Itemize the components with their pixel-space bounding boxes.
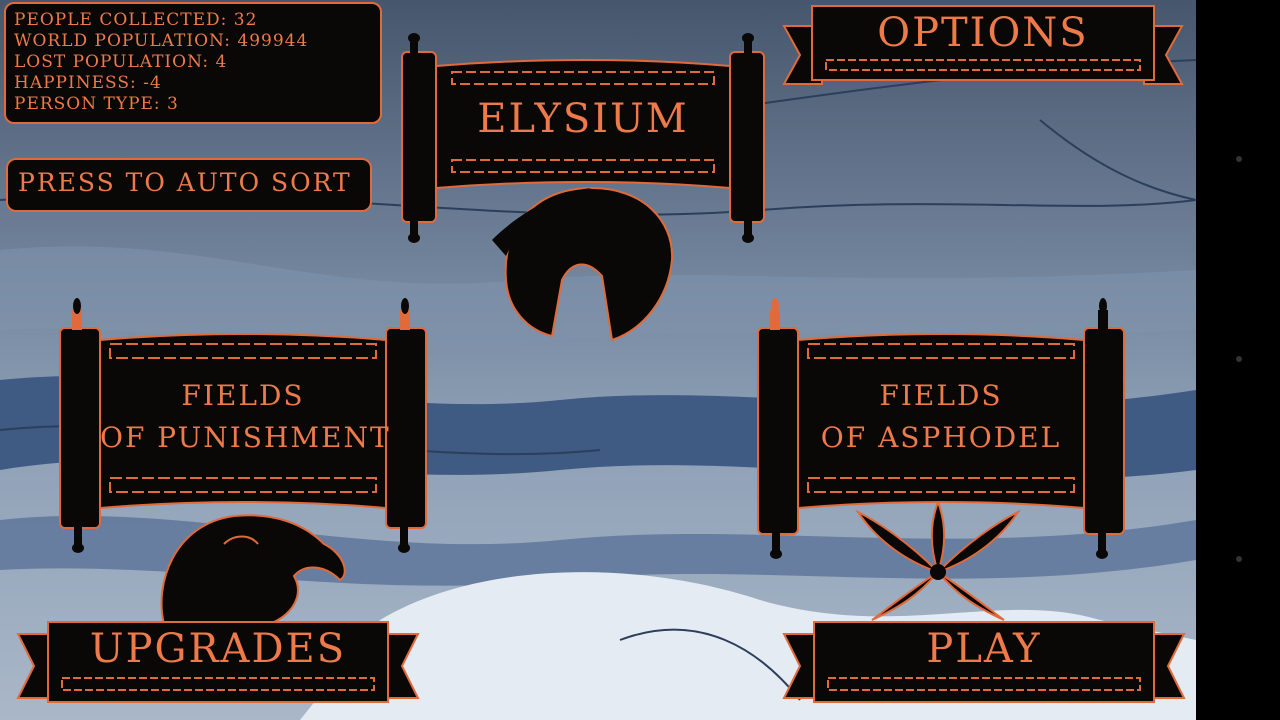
people-collected-text: People Collected: 32 (14, 10, 258, 30)
play-banner (782, 621, 1186, 703)
ridge-line (1039, 119, 1196, 201)
auto-sort-button[interactable]: Press to Auto Sort (6, 158, 372, 212)
play-label: Play (926, 626, 1042, 672)
punishment-title-line1: Fields (181, 379, 305, 412)
stats-panel: People Collected: 32 World Population: 4… (4, 2, 382, 124)
elysium-scroll (401, 33, 765, 243)
asphodel-scroll (757, 298, 1125, 559)
ridge-line (619, 628, 801, 701)
nav-dot-icon[interactable] (1236, 556, 1242, 562)
upgrades-banner (16, 621, 420, 703)
options-label: Options (877, 10, 1089, 56)
helmet-icon (492, 186, 674, 342)
lost-population-text: Lost Population: 4 (14, 52, 228, 72)
game-stage: People Collected: 32 World Population: 4… (0, 0, 1196, 720)
asphodel-title-line1: Fields (879, 379, 1003, 412)
upgrades-label: Upgrades (89, 626, 347, 672)
vulture-icon (160, 514, 346, 624)
play-button[interactable]: Play (782, 620, 1186, 712)
elysium-title: Elysium (477, 96, 689, 142)
cloud-band (0, 246, 1196, 351)
asphodel-title-line2: of Asphodel (820, 421, 1062, 454)
upgrades-button[interactable]: Upgrades (16, 620, 420, 712)
punishment-scroll-button[interactable]: Fields of Punishment (54, 296, 432, 626)
punishment-scroll (59, 298, 427, 553)
elysium-scroll-button[interactable]: Elysium (396, 30, 776, 360)
happiness-text: Happiness: -4 (14, 73, 162, 93)
punishment-title-line2: of Punishment (100, 421, 391, 454)
candle-icon (771, 298, 779, 314)
nav-dot-icon[interactable] (1236, 156, 1242, 162)
auto-sort-label: Press to Auto Sort (18, 168, 352, 197)
candle-icon (73, 298, 81, 314)
nav-dot-icon[interactable] (1236, 356, 1242, 362)
asphodel-flower-icon (855, 502, 1021, 621)
options-button[interactable]: Options (782, 4, 1184, 94)
world-population-text: World Population: 499944 (14, 31, 309, 51)
person-type-text: Person Type: 3 (14, 94, 179, 114)
options-banner (782, 5, 1184, 85)
asphodel-scroll-button[interactable]: Fields of Asphodel (752, 296, 1130, 626)
